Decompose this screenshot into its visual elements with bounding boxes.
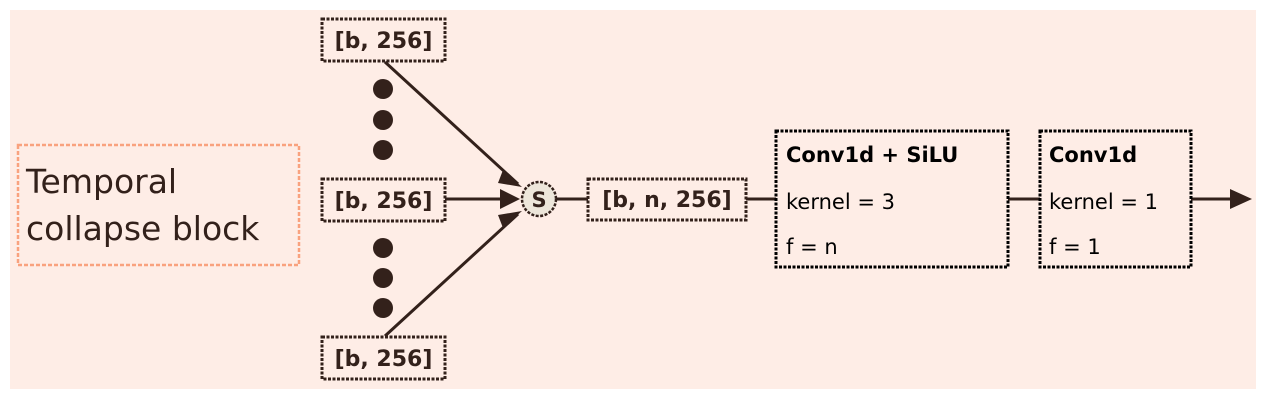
conv-out-box: Conv1d kernel = 1 f = 1 — [1038, 129, 1193, 269]
dot — [373, 140, 393, 160]
stacked-shape-box: [b, n, 256] — [586, 177, 748, 222]
conv-silu-title: Conv1d + SiLU — [786, 143, 958, 167]
stack-node: S — [520, 180, 558, 218]
input-shape-middle: [b, 256] — [335, 189, 433, 214]
dot — [373, 79, 393, 99]
stack-node-label: S — [531, 188, 546, 212]
title-line-1: Temporal — [25, 162, 177, 201]
input-box-bottom: [b, 256] — [320, 335, 447, 381]
conv-silu-box: Conv1d + SiLU kernel = 3 f = n — [774, 129, 1010, 269]
conv-silu-filters: f = n — [786, 235, 838, 259]
title-line-2: collapse block — [26, 209, 260, 248]
dot — [373, 298, 393, 318]
conv-out-kernel: kernel = 1 — [1049, 190, 1158, 214]
dot — [373, 268, 393, 288]
title-box: Temporal collapse block — [16, 143, 301, 267]
conv-out-filters: f = 1 — [1049, 235, 1101, 259]
arrowhead-bottom — [498, 211, 522, 228]
conv-silu-kernel: kernel = 3 — [786, 190, 895, 214]
arrowhead-middle — [500, 189, 520, 209]
output-arrowhead — [1230, 189, 1252, 209]
input-shape-bottom: [b, 256] — [335, 347, 433, 372]
input-box-middle: [b, 256] — [320, 177, 447, 223]
connections — [383, 60, 1252, 338]
dot — [373, 110, 393, 130]
stacked-shape-label: [b, n, 256] — [602, 188, 731, 213]
ellipsis-top — [373, 79, 393, 160]
ellipsis-bottom — [373, 238, 393, 318]
conv-out-title: Conv1d — [1049, 143, 1137, 167]
input-box-top: [b, 256] — [320, 17, 447, 63]
arrow-bottom-to-stack — [383, 212, 520, 338]
arrow-top-to-stack — [383, 60, 520, 186]
input-shape-top: [b, 256] — [335, 29, 433, 54]
arrowhead-top — [498, 170, 522, 187]
title-box-border — [16, 143, 301, 267]
dot — [373, 238, 393, 258]
